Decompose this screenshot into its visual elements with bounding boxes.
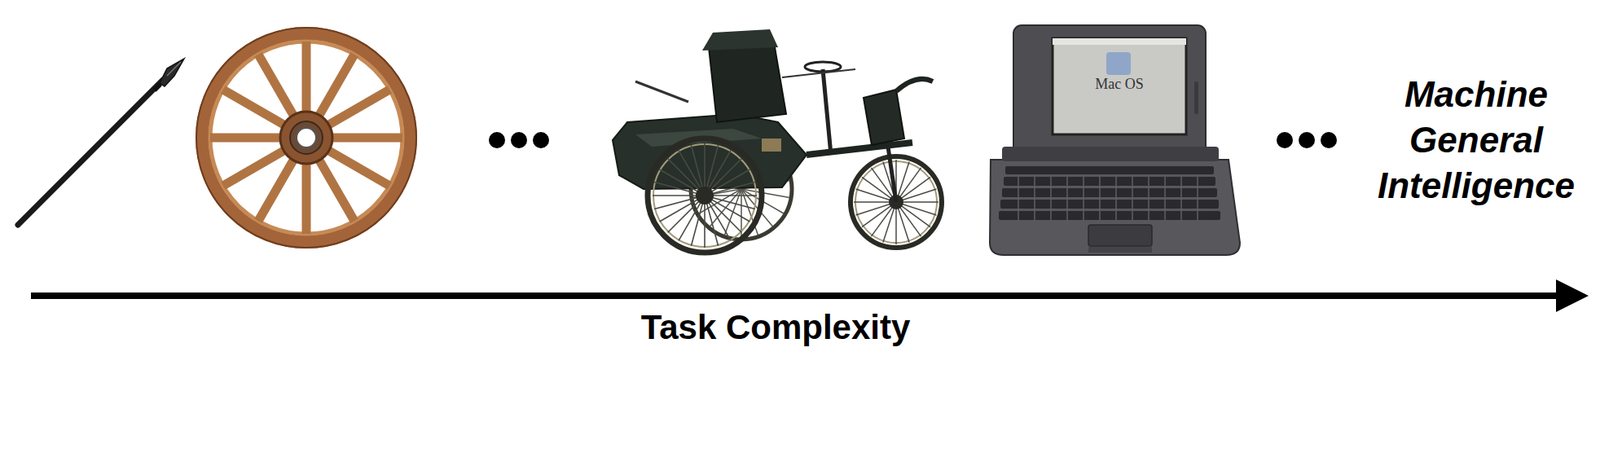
antique-car-part [806, 142, 913, 155]
antique-car-part [863, 89, 905, 146]
wooden-wheel-part [202, 33, 411, 242]
antique-car-part-part-part [654, 181, 756, 209]
antique-car-part [635, 81, 689, 102]
axis-arrow [30, 279, 1589, 313]
antique-car-part-part [653, 144, 757, 247]
laptop-part-part [1000, 199, 1219, 209]
ellipsis-dots [488, 131, 550, 149]
wooden-wheel-part-part [325, 89, 390, 127]
endpoint-title: Machine General Intelligence [1362, 71, 1591, 209]
antique-car-part-part-part [678, 150, 731, 242]
laptop-part [1013, 25, 1206, 156]
antique-car-part-part [647, 138, 762, 253]
ellipsis-dots [1276, 131, 1337, 149]
laptop-part-part [1005, 166, 1214, 175]
ellipsis-dots-part [488, 131, 506, 149]
antique-car-part [896, 79, 933, 92]
wooden-wheel [196, 27, 417, 248]
antique-car-part [761, 138, 782, 152]
laptop-part-part [1050, 176, 1052, 220]
antique-car-part-part-part [668, 158, 743, 233]
laptop-part [1088, 246, 1152, 253]
ellipsis-dots-part [1298, 131, 1315, 149]
laptop-part [989, 159, 1240, 255]
wooden-wheel-part-part [258, 54, 295, 119]
antique-car-part [804, 61, 841, 72]
antique-car [612, 29, 942, 253]
wooden-wheel-part [280, 111, 333, 164]
ellipsis-dots-part [510, 131, 528, 149]
spear-part [167, 61, 181, 76]
laptop-part [1194, 81, 1199, 115]
wooden-wheel-part [290, 121, 323, 154]
axis-arrow-part [1556, 279, 1589, 313]
laptop-part-part [1196, 176, 1199, 220]
ellipsis-dots-part [1276, 131, 1293, 149]
laptop-part-part [1164, 176, 1166, 220]
wooden-wheel-part-part [210, 133, 284, 143]
laptop-part-part [1115, 176, 1117, 220]
axis-title: Task Complexity [531, 307, 1020, 348]
antique-car-part [822, 69, 831, 155]
wooden-wheel-part [196, 27, 417, 248]
spear-part [17, 79, 163, 225]
laptop-part-part [1131, 176, 1134, 220]
wooden-wheel-part [296, 127, 317, 148]
antique-car-part [782, 69, 856, 78]
spear [17, 58, 185, 225]
laptop-part-part [1098, 176, 1101, 220]
wooden-wheel-part-part [317, 157, 355, 221]
antique-car-part [887, 146, 897, 203]
laptop-part [1002, 146, 1219, 162]
laptop-part [1106, 52, 1131, 75]
laptop-part-part [1082, 176, 1085, 220]
screen-text: Mac OS [1070, 76, 1169, 93]
antique-car-part [708, 42, 787, 123]
wooden-wheel-part-part [302, 160, 312, 234]
laptop-part [1018, 176, 1198, 220]
axis-arrow-part [30, 292, 1561, 299]
laptop-part [998, 166, 1221, 220]
laptop-part-part [1003, 176, 1216, 186]
antique-car-part [647, 138, 762, 253]
ellipsis-dots-part [1320, 131, 1337, 149]
antique-car-part-part-part [659, 169, 751, 222]
spear-part [159, 58, 185, 87]
laptop-part-part [1017, 176, 1020, 220]
laptop-part-part [1066, 176, 1069, 220]
antique-car-part-part-part [690, 145, 718, 247]
antique-car-part-part [652, 143, 757, 248]
wooden-wheel-part-part [302, 41, 312, 115]
laptop-part-part [1180, 176, 1183, 220]
ellipsis-dots-part [532, 131, 550, 149]
wooden-wheel-part [210, 41, 403, 234]
laptop-part [1088, 224, 1152, 247]
wooden-wheel-part-part [329, 133, 403, 143]
laptop-part [1052, 38, 1187, 135]
antique-car-part [702, 29, 779, 51]
wooden-wheel-part [210, 41, 403, 234]
laptop [989, 25, 1240, 255]
laptop-part-part [1033, 176, 1036, 220]
spear-part [152, 82, 162, 92]
laptop-part-part [998, 210, 1221, 220]
laptop-part [1052, 38, 1187, 45]
antique-car-part-part [695, 186, 714, 205]
wooden-wheel-part-part [223, 149, 287, 186]
laptop-part-part [1147, 176, 1150, 220]
